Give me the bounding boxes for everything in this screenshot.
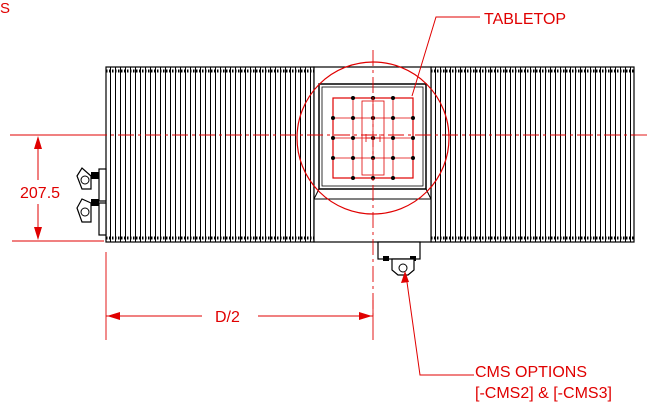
mounting-hole [331,116,335,120]
mounting-hole [391,156,395,160]
mounting-hole [411,136,415,140]
mounting-hole [351,96,355,100]
cms-connector [377,241,421,276]
left-motor-connectors [76,167,107,236]
height-dimension-label: 207.5 [20,185,60,202]
cms-options-callout: CMS OPTIONS [-CMS2] & [-CMS3] [401,271,612,402]
width-dimension-label: D/2 [215,309,240,326]
cms-options-sublabel: [-CMS2] & [-CMS3] [475,385,612,402]
width-dimension: D/2 [105,252,374,340]
mounting-hole [391,116,395,120]
mounting-hole [351,156,355,160]
tabletop-label: TABLETOP [484,11,566,28]
corner-label: S [0,0,10,17]
tabletop-mounting-holes [331,96,415,180]
mounting-hole [411,156,415,160]
center-lines [10,50,648,318]
tabletop-callout: TABLETOP [411,11,566,97]
mounting-hole [331,156,335,160]
left-bellows [105,66,315,243]
mounting-hole [351,116,355,120]
mounting-hole [411,116,415,120]
mounting-hole [391,96,395,100]
mounting-hole [391,136,395,140]
right-bellows [430,66,635,243]
mounting-hole [351,176,355,180]
height-dimension: 207.5 [12,134,104,242]
mounting-hole [391,176,395,180]
mounting-hole [331,136,335,140]
cms-options-label: CMS OPTIONS [475,364,587,381]
mounting-hole [351,136,355,140]
